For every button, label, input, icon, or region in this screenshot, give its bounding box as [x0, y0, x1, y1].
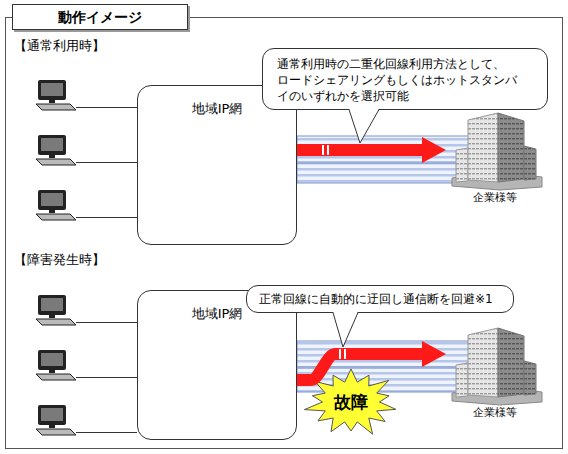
- flow-mark: [339, 349, 341, 359]
- flow-arrow: [297, 144, 422, 156]
- flow-arrow: [297, 354, 422, 380]
- burst-shape: [304, 369, 395, 434]
- line-tube: [297, 163, 472, 183]
- line-tube: [297, 136, 472, 162]
- callout-bubble: 通常利用時の二重化回線利用方法として、 ロードシェアリングもしくはホットスタンバ…: [262, 48, 548, 110]
- flow-mark: [344, 349, 346, 359]
- line-tube: [297, 341, 472, 367]
- pc-icon: [36, 80, 76, 110]
- pc-wires: [76, 108, 137, 433]
- node-text: 正常回線に自動的に迂回し通信断を回避※1: [259, 286, 501, 312]
- pc-wire: [76, 432, 137, 433]
- section-label: 【障害発生時】: [14, 252, 105, 268]
- building-icon: [452, 113, 542, 190]
- pc-wire: [76, 107, 137, 108]
- callout-bubble: 正常回線に自動的に迂回し通信断を回避※1: [246, 285, 514, 313]
- pc-wire: [76, 217, 137, 218]
- pc-wire: [76, 377, 137, 378]
- callout-tail: [333, 312, 358, 348]
- building-icon: [452, 328, 542, 405]
- pc-icon: [36, 350, 76, 380]
- pipe-normal: [297, 136, 472, 183]
- company-site: 企業様等: [446, 325, 544, 421]
- pc-icon: [36, 405, 76, 435]
- node-text: 通常利用時の二重化回線利用方法として、 ロードシェアリングもしくはホットスタンバ…: [277, 56, 533, 104]
- section-label: 【通常利用時】: [14, 38, 105, 54]
- node-text: 故障: [334, 391, 368, 414]
- callout-tail: [349, 109, 379, 144]
- title-tab: 動作イメージ: [12, 4, 188, 30]
- pc-icon: [36, 135, 76, 165]
- callout-tail-line: [349, 110, 379, 144]
- callout-tail-line: [333, 313, 358, 348]
- node-text: 企業様等: [473, 191, 517, 206]
- flow-mark: [327, 145, 329, 155]
- failure-burst: 故障: [304, 368, 398, 436]
- outer-frame: [6, 18, 563, 449]
- pc-wire: [76, 162, 137, 163]
- node-text: 企業様等: [473, 406, 517, 421]
- pc-icon: [36, 295, 76, 325]
- flow-marks: [323, 145, 345, 359]
- callout-tail-fill: [333, 312, 358, 348]
- callout-tail-fill: [349, 109, 379, 144]
- pc-icon: [36, 190, 76, 220]
- flow-mark: [322, 145, 324, 155]
- company-site: 企業様等: [446, 110, 544, 206]
- pc-wire: [76, 322, 137, 323]
